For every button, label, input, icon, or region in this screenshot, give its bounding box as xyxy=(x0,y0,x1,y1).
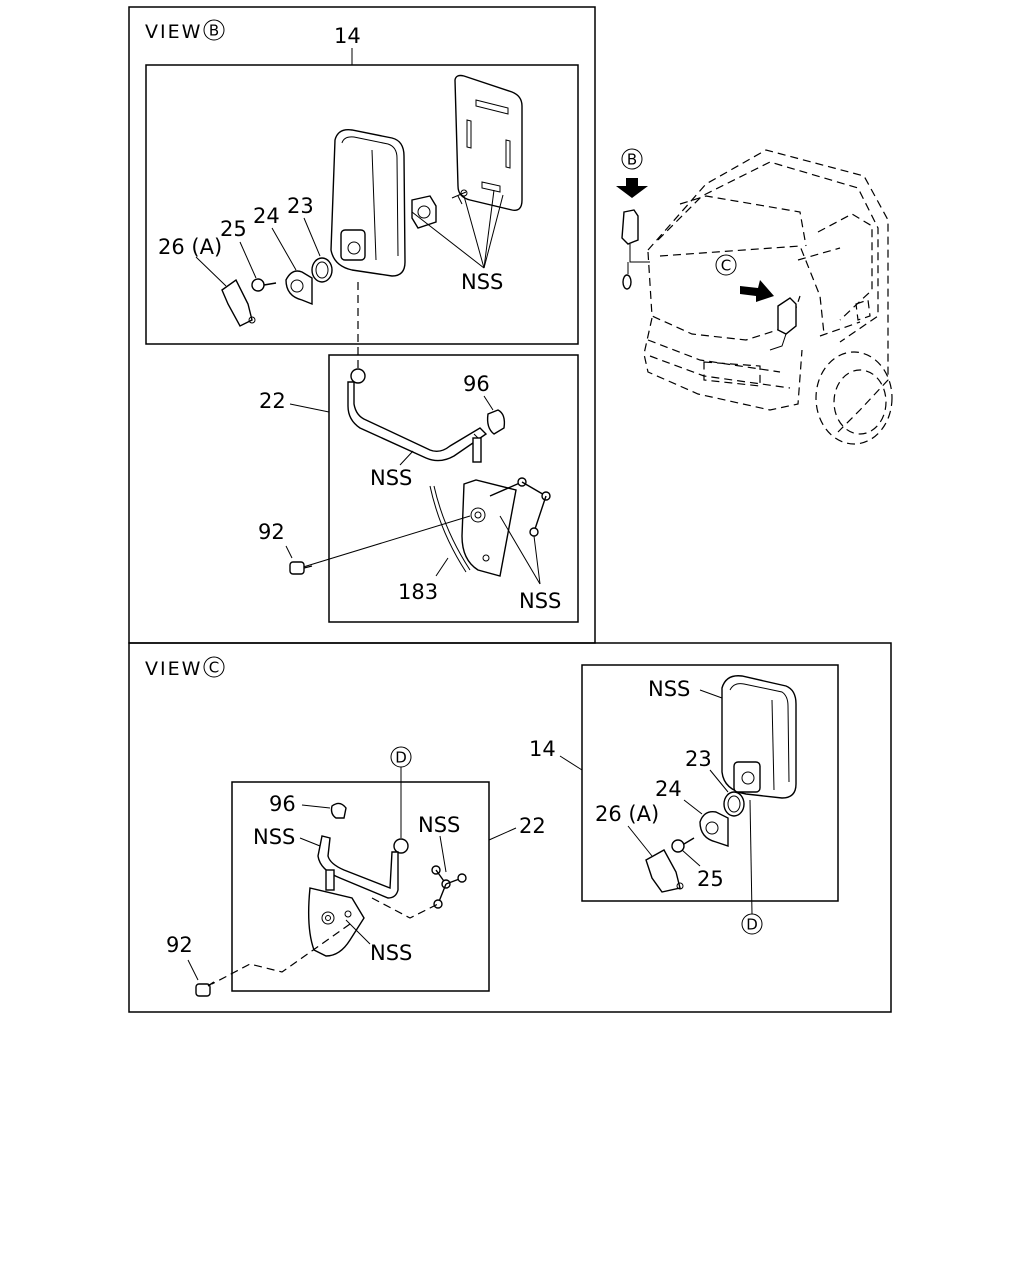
view-c-marker-d-top: D xyxy=(395,749,407,767)
view-b-label-96: 96 xyxy=(463,372,490,396)
view-c-holder-24 xyxy=(699,811,729,847)
view-b-stay-cap-96 xyxy=(486,409,506,435)
view-c-mirror-body xyxy=(721,675,797,799)
view-b-label-92: 92 xyxy=(258,520,285,544)
view-c-marker-d-bottom-circle xyxy=(741,913,763,935)
view-b-frame xyxy=(128,6,596,644)
view-c-label-nss-mirror: NSS xyxy=(648,677,690,701)
view-c-label-24: 24 xyxy=(655,777,682,801)
view-b-marker: B xyxy=(209,22,219,40)
truck-marker-c: C xyxy=(721,257,731,275)
view-b-mirror-box xyxy=(145,64,579,345)
view-c-cap-23 xyxy=(723,791,745,817)
view-b-panel: VIEW B 14 xyxy=(128,6,596,644)
view-b-nss-leaders xyxy=(411,189,504,269)
view-c-label-96: 96 xyxy=(269,792,296,816)
view-c-label-14: 14 xyxy=(529,737,556,761)
view-c-cover-26 xyxy=(645,849,684,893)
arrow-view-c xyxy=(740,280,774,302)
view-c-bolt-92 xyxy=(195,981,215,997)
view-b-cap-23 xyxy=(311,257,333,283)
view-c-marker-d-bottom: D xyxy=(746,916,758,934)
view-b-back-plate xyxy=(411,74,523,229)
view-b-mirror-body xyxy=(330,129,406,277)
view-b-label-nss-stay: NSS xyxy=(370,466,412,490)
view-b-link xyxy=(489,477,551,537)
view-b-label-14: 14 xyxy=(334,24,361,48)
arrow-view-b xyxy=(616,178,648,198)
view-b-label-nss-base: NSS xyxy=(519,589,561,613)
view-b-label-nss-mirror: NSS xyxy=(461,270,503,294)
view-c-stay-arm xyxy=(317,835,409,899)
view-c-stay-cap-96 xyxy=(330,802,347,819)
view-c-label-26: 26 (A) xyxy=(595,802,659,826)
view-b-bracket-box xyxy=(328,354,579,623)
truck-illustration: B C xyxy=(616,148,893,445)
view-b-bolt-92 xyxy=(289,561,313,575)
view-b-label-25: 25 xyxy=(220,217,247,241)
view-b-stay-arm xyxy=(347,368,488,463)
view-c-frame xyxy=(128,642,892,1013)
view-b-marker-circle xyxy=(203,19,225,41)
view-b-label-23: 23 xyxy=(287,194,314,218)
view-b-screw-25 xyxy=(251,278,277,292)
view-c-label-22: 22 xyxy=(519,814,546,838)
truck-marker-b: B xyxy=(627,151,637,169)
view-c-base-plate xyxy=(307,887,365,957)
view-c-bracket-box xyxy=(231,781,490,992)
view-c-label-nss-base: NSS xyxy=(370,941,412,965)
view-c-screw-25 xyxy=(671,837,695,853)
view-c-label-25: 25 xyxy=(697,867,724,891)
view-b-cover-26 xyxy=(221,278,256,327)
view-c-mirror-box xyxy=(581,664,839,902)
view-b-label-26: 26 (A) xyxy=(158,235,222,259)
view-c-label-nss-stay: NSS xyxy=(253,825,295,849)
view-b-label-24: 24 xyxy=(253,204,280,228)
view-c-label-92: 92 xyxy=(166,933,193,957)
view-b-label-183: 183 xyxy=(398,580,438,604)
view-c-label-23: 23 xyxy=(685,747,712,771)
view-c-marker-circle xyxy=(203,656,225,678)
truck-left-mirror xyxy=(621,209,639,245)
view-c-title: VIEW xyxy=(145,658,202,680)
view-b-holder-24 xyxy=(285,270,313,306)
truck-marker-b-circle xyxy=(621,148,643,170)
truck-right-mirror xyxy=(777,297,797,335)
view-b-base-plate xyxy=(429,479,517,577)
view-b-title: VIEW xyxy=(145,21,202,43)
view-c-marker: C xyxy=(209,659,219,677)
view-c-link xyxy=(431,865,467,909)
view-c-panel: VIEW C 22 D 96 NSS xyxy=(128,642,892,1013)
truck-marker-c-circle xyxy=(715,254,737,276)
view-c-label-nss-link: NSS xyxy=(418,813,460,837)
view-b-label-22: 22 xyxy=(259,389,286,413)
